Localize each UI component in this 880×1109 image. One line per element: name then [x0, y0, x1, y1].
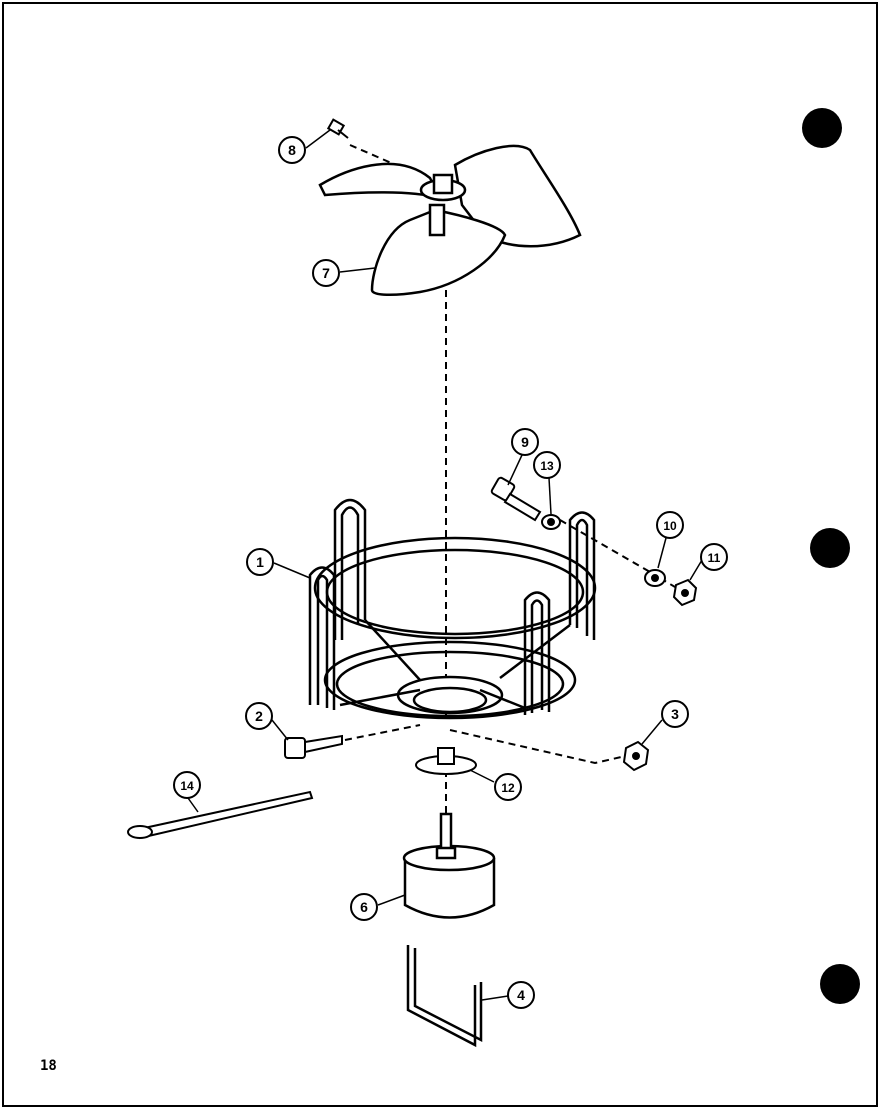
part-6-motor [402, 812, 496, 919]
binder-hole-top [802, 108, 842, 148]
part-3-nut [622, 740, 650, 772]
part-4-bracket [406, 945, 483, 1048]
svg-text:4: 4 [517, 987, 525, 1003]
callout-12: 12 [494, 773, 522, 801]
part-12-grommet [415, 747, 477, 775]
part-9-bolt [490, 476, 542, 522]
callout-7: 7 [312, 259, 340, 287]
callout-6: 6 [350, 893, 378, 921]
leader-lines [187, 129, 703, 1001]
callout-8: 8 [278, 136, 306, 164]
binder-hole-middle [810, 528, 850, 568]
callout-14: 14 [173, 771, 201, 799]
svg-text:3: 3 [671, 706, 679, 722]
svg-text:14: 14 [180, 779, 194, 793]
part-7-fan-blade [318, 144, 582, 296]
svg-text:10: 10 [663, 519, 677, 533]
svg-text:6: 6 [360, 899, 368, 915]
svg-text:1: 1 [256, 554, 264, 570]
callout-13: 13 [533, 451, 561, 479]
svg-text:8: 8 [288, 142, 296, 158]
page-number: 18 [40, 1058, 57, 1074]
callout-2: 2 [245, 702, 273, 730]
part-10-washer [644, 569, 666, 587]
part-14-tie [127, 790, 314, 840]
part-13-washer [541, 514, 561, 530]
svg-text:13: 13 [540, 459, 554, 473]
svg-text:9: 9 [521, 434, 529, 450]
callout-10: 10 [656, 511, 684, 539]
part-2-bolt [284, 734, 343, 759]
callout-9: 9 [511, 428, 539, 456]
part-1-motor-mount [308, 498, 597, 720]
binder-hole-bottom [820, 964, 860, 1004]
callout-4: 4 [507, 981, 535, 1009]
callout-11: 11 [700, 543, 728, 571]
callout-3: 3 [661, 700, 689, 728]
svg-text:12: 12 [501, 781, 515, 795]
svg-text:2: 2 [255, 708, 263, 724]
callout-1: 1 [246, 548, 274, 576]
part-8-screw [326, 118, 349, 139]
part-11-nut [672, 578, 698, 607]
svg-text:11: 11 [708, 551, 721, 565]
svg-text:7: 7 [322, 265, 330, 281]
